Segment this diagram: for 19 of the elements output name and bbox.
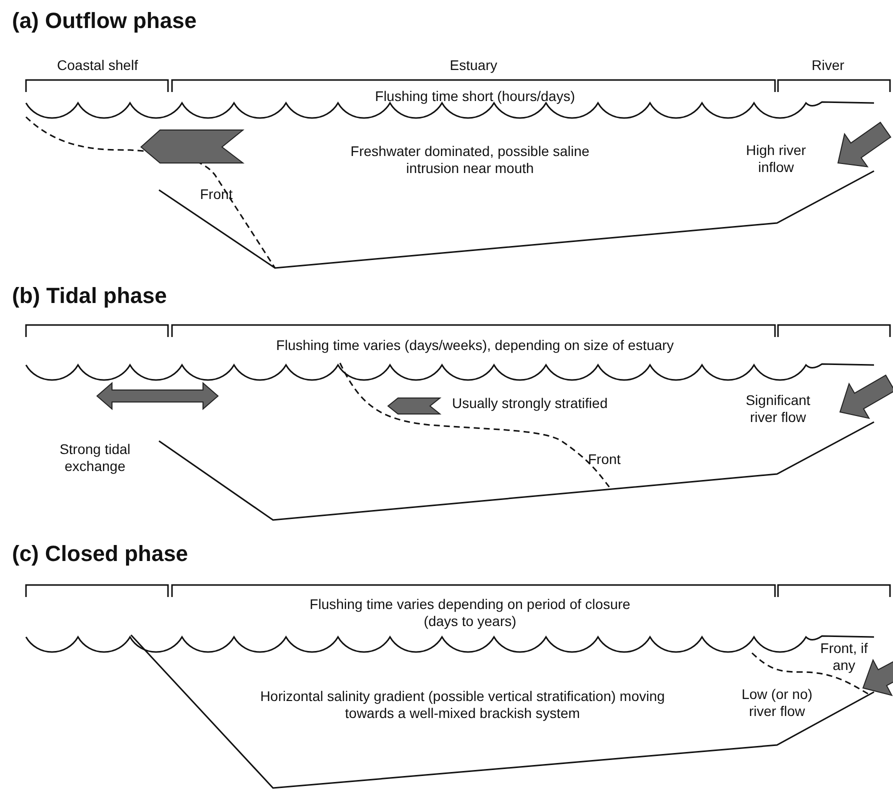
panel-title: (a) Outflow phase	[12, 8, 197, 34]
region-label: Coastal shelf	[56, 57, 139, 74]
panel-title: (c) Closed phase	[12, 541, 188, 567]
annotation-text: Flushing time short (hours/days)	[374, 88, 576, 105]
region-label: River	[810, 57, 846, 74]
annotation-text: Significant river flow	[744, 392, 812, 426]
annotation-text: Low (or no) river flow	[740, 686, 814, 720]
annotation-text: Front	[588, 451, 621, 468]
annotation-text: High river inflow	[745, 142, 807, 176]
annotation-text: Flushing time varies depending on period of closure (days to years)	[308, 596, 632, 630]
annotation-text: Flushing time varies (days/weeks), depending on size of estuary	[275, 337, 675, 354]
region-label: Estuary	[448, 57, 498, 74]
annotation-text: Front	[200, 186, 233, 203]
annotation-text: Usually strongly stratified	[452, 395, 608, 412]
panel-title: (b) Tidal phase	[12, 283, 167, 309]
annotation-text: Front, if any	[820, 640, 868, 674]
annotation-text: Strong tidal exchange	[58, 441, 132, 475]
annotation-text: Freshwater dominated, possible saline intrusion near mouth	[350, 143, 590, 177]
annotation-text: Horizontal salinity gradient (possible vertical stratification) moving towards a well-mixed brackish system	[259, 688, 666, 722]
